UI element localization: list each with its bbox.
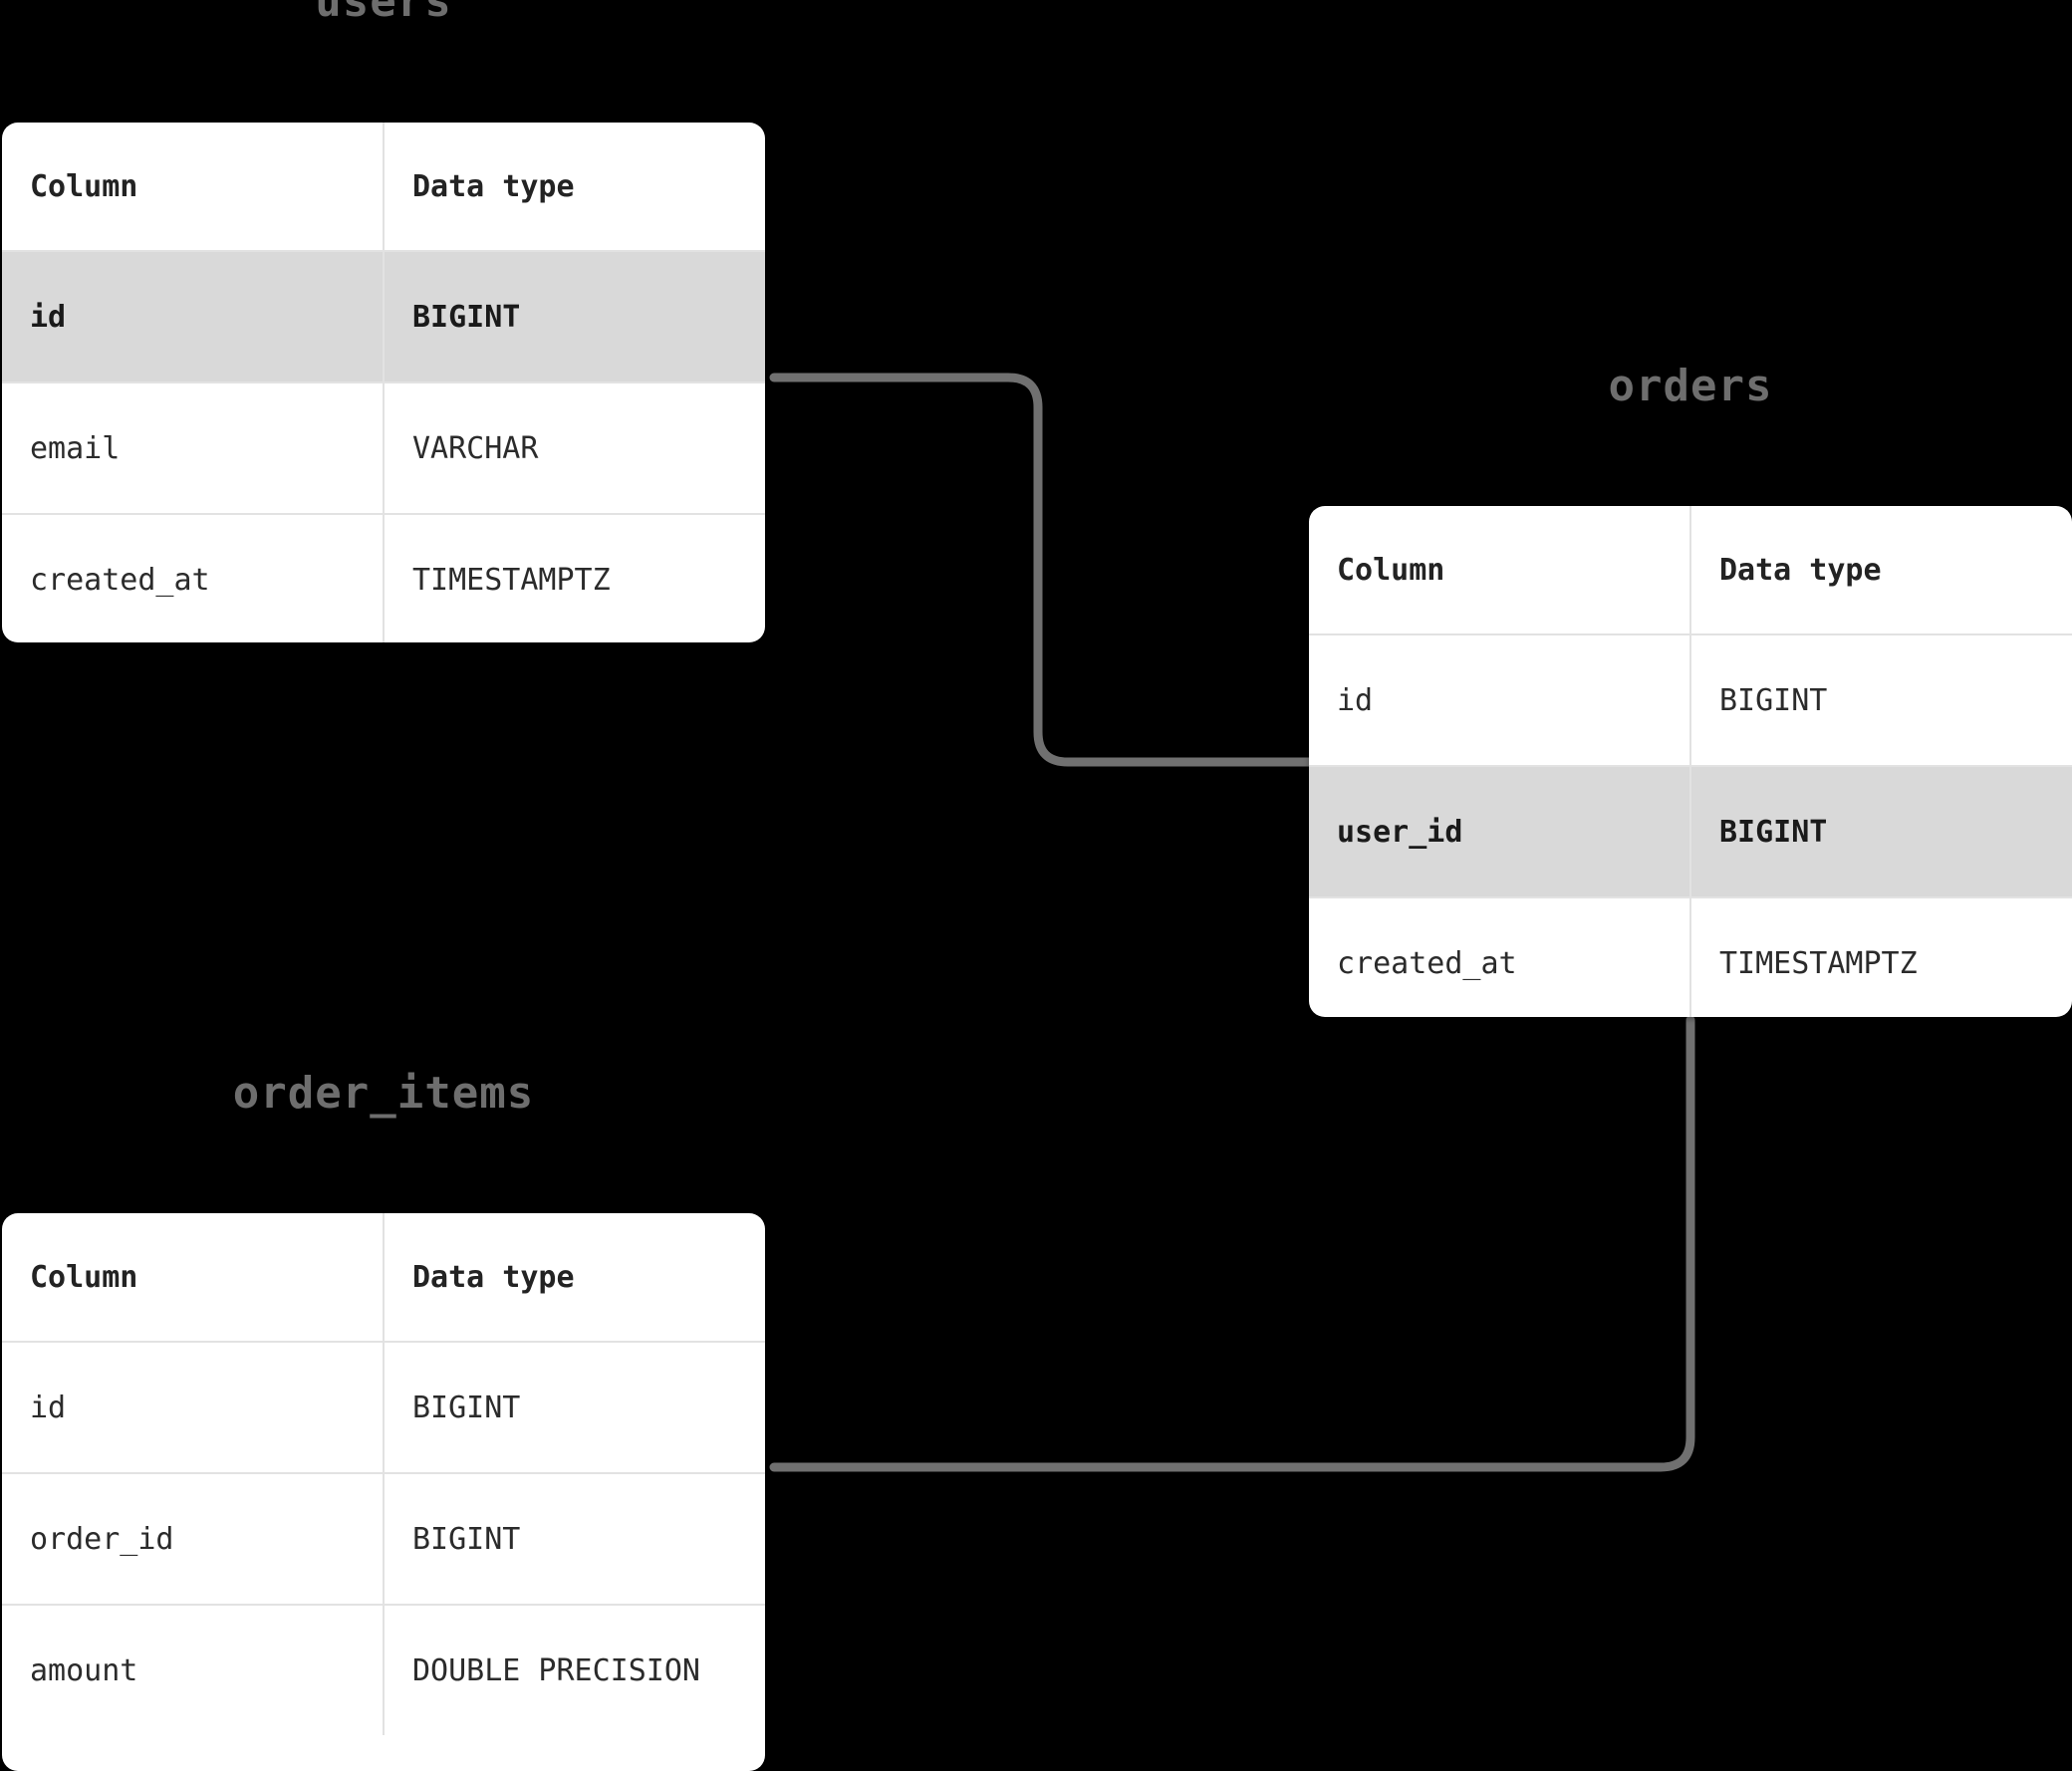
header-data-type: Data type — [384, 123, 765, 252]
table-row[interactable]: order_id BIGINT — [2, 1473, 765, 1606]
column-data-type: BIGINT — [384, 1473, 765, 1606]
column-name: id — [2, 1342, 385, 1474]
table-header-row: Column Data type — [1309, 506, 2072, 635]
column-name: amount — [2, 1605, 385, 1735]
table-header-row: Column Data type — [2, 1213, 765, 1343]
entity-title-order-items: order_items — [232, 1068, 535, 1119]
entity-card-order-items[interactable]: Column Data type id BIGINT order_id BIGI… — [2, 1213, 765, 1771]
header-column: Column — [2, 1213, 385, 1343]
table-row[interactable]: user_id BIGINT — [1309, 766, 2072, 898]
header-column: Column — [1309, 506, 1691, 635]
entity-table-orders: Column Data type id BIGINT user_id BIGIN… — [1309, 506, 2072, 1017]
entity-card-orders[interactable]: Column Data type id BIGINT user_id BIGIN… — [1309, 506, 2072, 1017]
table-row[interactable]: id BIGINT — [1309, 634, 2072, 767]
entity-card-users[interactable]: Column Data type id BIGINT email VARCHAR… — [2, 123, 765, 642]
column-name: email — [2, 382, 385, 515]
header-column: Column — [2, 123, 385, 252]
column-data-type: VARCHAR — [384, 382, 765, 515]
column-data-type: DOUBLE PRECISION — [412, 1652, 700, 1688]
entity-table-order-items: Column Data type id BIGINT order_id BIGI… — [2, 1213, 765, 1735]
header-data-type: Data type — [384, 1213, 765, 1343]
table-row[interactable]: id BIGINT — [2, 251, 765, 383]
column-name: user_id — [1309, 766, 1691, 898]
table-row[interactable]: amount DOUBLE PRECISION — [2, 1605, 765, 1735]
column-data-type: BIGINT — [384, 251, 765, 383]
column-data-type: BIGINT — [1690, 766, 2072, 898]
edge-users-id-to-orders-user-id — [769, 373, 1314, 767]
column-data-type: TIMESTAMPTZ — [412, 562, 611, 598]
column-name: created_at — [1309, 897, 1691, 1017]
entity-title-users: users — [315, 0, 452, 27]
header-data-type: Data type — [1690, 506, 2072, 635]
entity-title-orders: orders — [1608, 361, 1773, 411]
column-data-type: BIGINT — [1690, 634, 2072, 767]
column-name: created_at — [2, 514, 385, 642]
table-header-row: Column Data type — [2, 123, 765, 252]
table-row[interactable]: id BIGINT — [2, 1342, 765, 1474]
table-row[interactable]: created_at TIMESTAMPTZ — [1309, 897, 2072, 1017]
column-data-type: TIMESTAMPTZ — [1719, 945, 1918, 981]
table-row[interactable]: email VARCHAR — [2, 382, 765, 515]
entity-table-users: Column Data type id BIGINT email VARCHAR… — [2, 123, 765, 642]
column-name: id — [2, 251, 385, 383]
column-name: order_id — [2, 1473, 385, 1606]
edge-orders-to-order-items-order-id — [769, 1015, 1695, 1472]
table-row[interactable]: created_at TIMESTAMPTZ — [2, 514, 765, 642]
column-name: id — [1309, 634, 1691, 767]
column-data-type: BIGINT — [384, 1342, 765, 1474]
